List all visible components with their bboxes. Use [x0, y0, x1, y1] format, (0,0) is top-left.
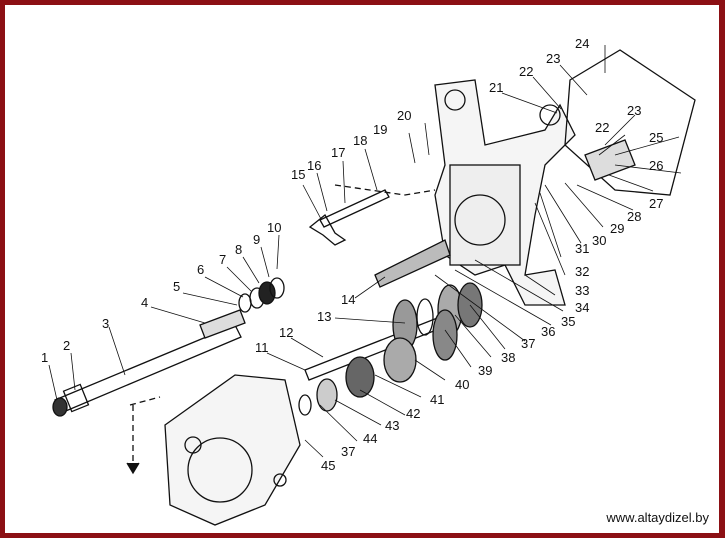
exploded-parts-drawing [48, 45, 696, 526]
part-label-9: 9 [253, 232, 261, 247]
gear-shaft [304, 239, 483, 381]
part-label-44: 44 [363, 431, 378, 446]
part-label-32: 32 [575, 264, 590, 279]
shift-fork [308, 189, 390, 246]
part-label-3: 3 [102, 316, 110, 331]
part-label-41: 41 [430, 392, 445, 407]
part-label-21: 21 [489, 80, 504, 95]
part-label-8: 8 [235, 242, 243, 257]
part-label-36: 36 [541, 324, 556, 339]
spring-rings [238, 277, 285, 313]
part-label-15: 15 [291, 167, 306, 182]
part-label-28: 28 [627, 209, 642, 224]
part-label-14: 14 [341, 292, 356, 307]
part-label-13: 13 [317, 309, 332, 324]
part-label-2: 2 [63, 338, 71, 353]
part-label-4: 4 [141, 295, 149, 310]
leader-lines [48, 45, 682, 458]
part-label-20: 20 [397, 108, 412, 123]
part-label-35: 35 [561, 314, 576, 329]
part-label-26: 26 [649, 158, 664, 173]
part-label-39: 39 [478, 363, 493, 378]
part-label-37: 37 [521, 336, 536, 351]
part-label-42: 42 [406, 406, 421, 421]
part-label-29: 29 [610, 221, 625, 236]
part-label-7: 7 [219, 252, 227, 267]
part-label-30: 30 [592, 233, 607, 248]
part-label-1: 1 [41, 350, 49, 365]
part-label-23: 23 [546, 51, 561, 66]
part-label-37b: 37 [341, 444, 356, 459]
part-label-6: 6 [197, 262, 205, 277]
part-label-11: 11 [255, 340, 269, 355]
part-label-23b: 23 [627, 103, 642, 118]
part-label-17: 17 [331, 145, 346, 160]
part-label-27: 27 [649, 196, 664, 211]
part-label-16: 16 [307, 158, 322, 173]
watermark-url: www.altaydizel.by [606, 510, 709, 525]
part-label-5: 5 [173, 279, 181, 294]
part-label-43: 43 [385, 418, 400, 433]
front-housing [164, 374, 301, 526]
rear-housing [434, 79, 576, 306]
part-label-45: 45 [321, 458, 336, 473]
part-label-38: 38 [501, 350, 516, 365]
part-label-25: 25 [649, 130, 664, 145]
part-label-22: 22 [519, 64, 534, 79]
gear-stack [298, 337, 417, 416]
part-label-34: 34 [575, 300, 590, 315]
long-shaft [52, 309, 246, 417]
part-label-19: 19 [373, 122, 388, 137]
part-label-10: 10 [267, 220, 282, 235]
part-label-22b: 22 [595, 120, 610, 135]
part-label-40: 40 [455, 377, 470, 392]
part-label-12: 12 [279, 325, 294, 340]
part-label-33: 33 [575, 283, 590, 298]
cover-plate [564, 49, 696, 196]
part-label-24: 24 [575, 36, 590, 51]
part-label-31: 31 [575, 241, 590, 256]
part-label-18: 18 [353, 133, 368, 148]
